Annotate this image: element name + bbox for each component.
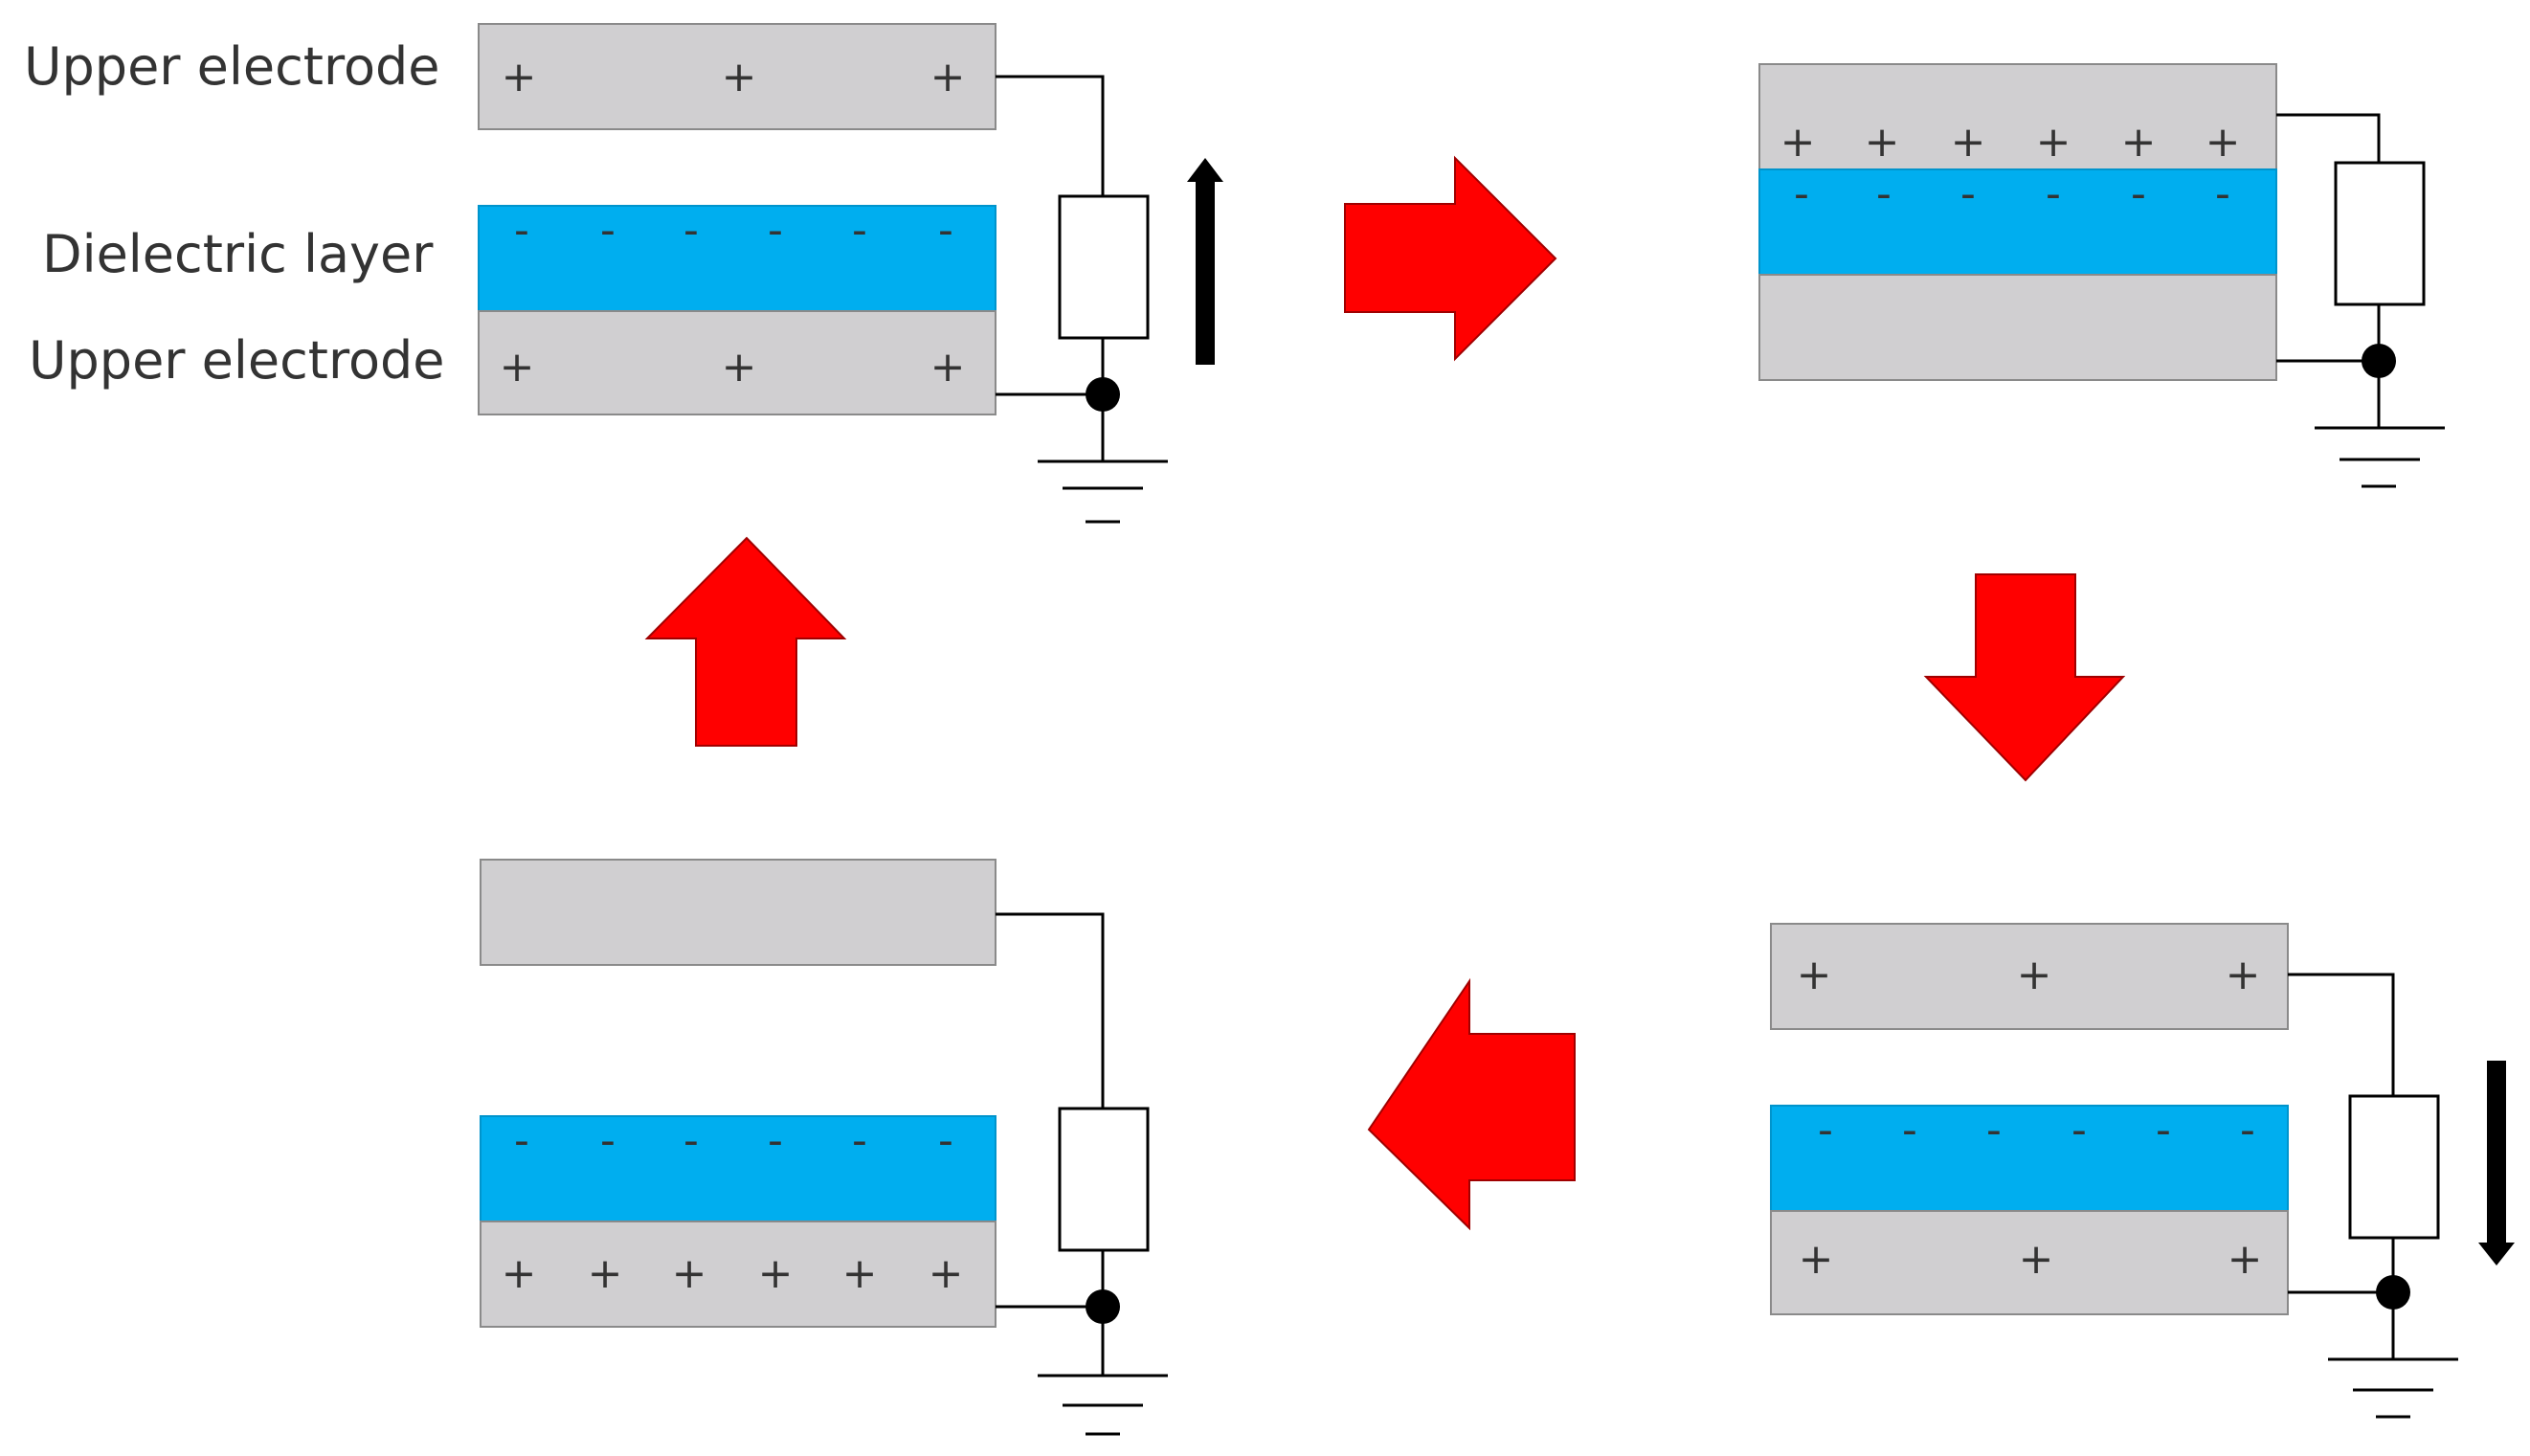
negative-charge: -	[2131, 169, 2146, 218]
positive-charge: +	[502, 1249, 537, 1298]
positive-charge: +	[2226, 951, 2261, 999]
upper-electrode	[480, 859, 996, 966]
current-arrow-down	[2478, 1061, 2515, 1266]
resistor	[1058, 1107, 1150, 1252]
panel-top-right: + + + + + + - - - - - -	[1758, 63, 2445, 488]
positive-charge: +	[502, 53, 537, 101]
lower-electrode	[1758, 274, 2277, 381]
negative-charge: -	[852, 1116, 867, 1165]
positive-charge: +	[722, 343, 757, 392]
negative-charge: -	[2046, 169, 2061, 218]
cycle-arrow-right	[1344, 155, 1557, 362]
positive-charge: +	[2121, 118, 2157, 167]
positive-charge: +	[1951, 118, 1986, 167]
positive-charge: +	[1799, 1235, 1834, 1284]
positive-charge: +	[588, 1249, 623, 1298]
dielectric-layer	[1770, 1105, 2289, 1212]
negative-charge: -	[768, 1116, 783, 1165]
cycle-arrow-down	[1923, 573, 2126, 782]
negative-charge: -	[683, 1116, 699, 1165]
positive-charge: +	[930, 53, 966, 101]
positive-charge: +	[1865, 118, 1900, 167]
dielectric-layer	[480, 1115, 996, 1222]
external-circuit	[996, 912, 1168, 1436]
label-upper-electrode: Upper electrode	[24, 36, 440, 97]
ground-node	[2376, 1275, 2410, 1310]
negative-charge: -	[2215, 169, 2230, 218]
positive-charge: +	[2228, 1235, 2263, 1284]
panel-bottom-left: - - - - - - + + + + + +	[480, 859, 1168, 1436]
lower-electrode	[1770, 1210, 2289, 1315]
resistor	[2334, 161, 2426, 306]
positive-charge: +	[758, 1249, 794, 1298]
negative-charge: -	[768, 206, 783, 255]
positive-charge: +	[1797, 951, 1832, 999]
negative-charge: -	[1960, 169, 1976, 218]
positive-charge: +	[2205, 118, 2241, 167]
panel-bottom-right: + + + - - - - - - + + +	[1770, 923, 2515, 1419]
panel-top-left: + + + - - - - - - + + +	[478, 23, 1223, 524]
label-lower-electrode: Upper electrode	[29, 330, 445, 391]
ground-node	[1086, 377, 1120, 412]
negative-charge: -	[683, 206, 699, 255]
external-circuit	[2288, 973, 2458, 1419]
cycle-arrow-left	[1367, 977, 1576, 1231]
current-arrow-up	[1187, 158, 1223, 365]
negative-charge: -	[600, 1116, 616, 1165]
resistor	[1058, 194, 1150, 340]
negative-charge: -	[2071, 1106, 2087, 1154]
negative-charge: -	[1986, 1106, 2002, 1154]
positive-charge: +	[929, 1249, 964, 1298]
negative-charge: -	[1876, 169, 1892, 218]
resistor	[2348, 1094, 2440, 1240]
positive-charge: +	[500, 343, 535, 392]
positive-charge: +	[2019, 1235, 2054, 1284]
external-circuit	[996, 75, 1168, 524]
negative-charge: -	[2156, 1106, 2171, 1154]
upper-electrode	[1758, 63, 2277, 170]
negative-charge: -	[852, 206, 867, 255]
positive-charge: +	[722, 53, 757, 101]
negative-charge: -	[938, 206, 953, 255]
negative-charge: -	[2240, 1106, 2255, 1154]
ground-node	[1086, 1289, 1120, 1324]
label-dielectric-layer: Dielectric layer	[42, 224, 434, 284]
upper-electrode	[478, 23, 996, 130]
dielectric-layer	[1758, 168, 2277, 276]
negative-charge: -	[1902, 1106, 1917, 1154]
ground-node	[2362, 344, 2396, 378]
negative-charge: -	[938, 1116, 953, 1165]
positive-charge: +	[2017, 951, 2052, 999]
negative-charge: -	[1794, 169, 1809, 218]
negative-charge: -	[514, 1116, 529, 1165]
negative-charge: -	[514, 206, 529, 255]
negative-charge: -	[600, 206, 616, 255]
external-circuit	[2276, 113, 2445, 488]
positive-charge: +	[2036, 118, 2071, 167]
positive-charge: +	[930, 343, 966, 392]
positive-charge: +	[1780, 118, 1816, 167]
upper-electrode	[1770, 923, 2289, 1030]
positive-charge: +	[672, 1249, 707, 1298]
dielectric-layer	[478, 205, 996, 312]
cycle-arrow-up	[644, 536, 847, 747]
positive-charge: +	[842, 1249, 878, 1298]
lower-electrode	[478, 310, 996, 415]
negative-charge: -	[1818, 1106, 1833, 1154]
lower-electrode	[480, 1221, 996, 1328]
